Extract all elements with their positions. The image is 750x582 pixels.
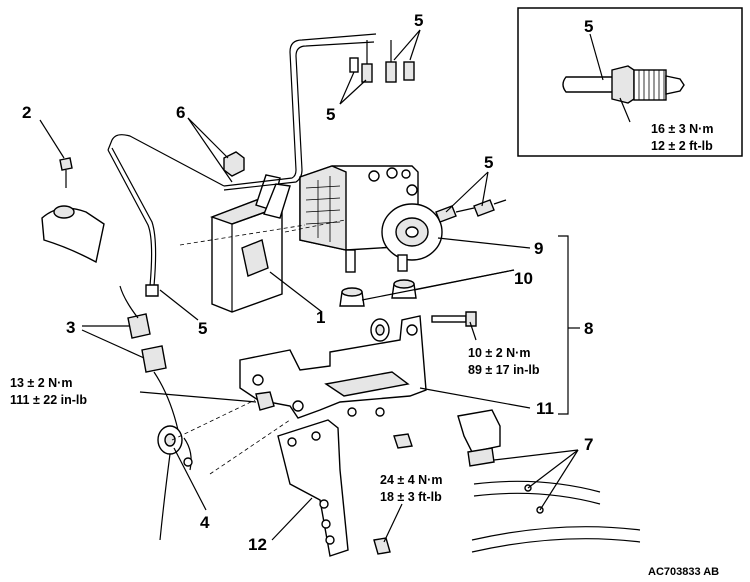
callout-5-mid: 5 [326, 105, 335, 124]
torque-nut-left-metric: 13 ± 2 N·m [10, 376, 72, 390]
callout-labels: 1 2 3 4 5 5 5 5 5 6 7 8 9 10 11 12 [22, 11, 593, 554]
callout-5-top: 5 [414, 11, 423, 30]
callout-1: 1 [316, 308, 325, 327]
callout-3: 3 [66, 318, 75, 337]
alignment-lines [179, 219, 346, 246]
mount-bushings [339, 279, 417, 342]
callout-12: 12 [248, 535, 267, 554]
bracket [239, 311, 477, 419]
callout-10: 10 [514, 269, 533, 288]
callout-5-right: 5 [484, 153, 493, 172]
brake-tubes [107, 33, 377, 297]
brake-lines-bottom-right [457, 409, 641, 553]
callout-8: 8 [584, 319, 593, 338]
callout-6: 6 [176, 103, 185, 122]
torque-bottom-bolt-metric: 24 ± 4 N·m [380, 473, 442, 487]
hydraulic-unit [299, 165, 443, 273]
sensor-harness-left [41, 157, 193, 541]
mount-nut-left [255, 391, 275, 411]
torque-specs: 16 ± 3 N·m 12 ± 2 ft-lb 10 ± 2 N·m 89 ± … [10, 122, 713, 504]
dashed-relationship-lines [171, 399, 291, 475]
torque-bracket-bolt-metric: 10 ± 2 N·m [468, 346, 530, 360]
callout-9: 9 [534, 239, 543, 258]
torque-bottom-bolt-imperial: 18 ± 3 ft-lb [380, 490, 442, 504]
leader-lines [39, 29, 580, 543]
lower-bracket [277, 419, 413, 557]
callout-7: 7 [584, 435, 593, 454]
torque-inset-imperial: 12 ± 2 ft-lb [651, 139, 713, 153]
torque-bracket-bolt-imperial: 89 ± 17 in-lb [468, 363, 540, 377]
torque-inset-metric: 16 ± 3 N·m [651, 122, 713, 136]
callout-5-inset: 5 [584, 17, 593, 36]
callout-5-hose: 5 [198, 319, 207, 338]
abs-ecu [209, 174, 291, 313]
inset-detail-brake-tube-fitting [517, 7, 743, 157]
flare-nuts-top [349, 40, 415, 83]
callout-11: 11 [536, 399, 554, 418]
figure-code: AC703833 AB [648, 566, 719, 578]
callout-4: 4 [200, 513, 210, 532]
callout-2: 2 [22, 103, 31, 122]
torque-nut-left-imperial: 111 ± 22 in-lb [10, 393, 87, 407]
flare-nuts-right [435, 199, 507, 223]
